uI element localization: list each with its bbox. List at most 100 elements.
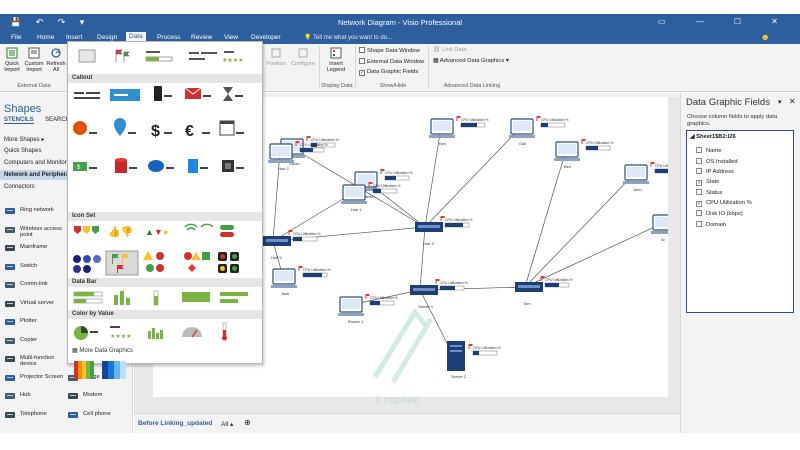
field-checkbox[interactable]: ✓CPU Utilization % <box>696 200 752 207</box>
add-page-icon[interactable]: ⊕ <box>244 418 251 427</box>
network-connector[interactable] <box>424 126 522 228</box>
field-checkbox[interactable]: ✓State <box>696 179 720 186</box>
gallery-flags-item[interactable] <box>115 49 130 62</box>
network-node[interactable]: CPU Utilization %Hub 4 <box>263 230 321 260</box>
callout-lines-item[interactable] <box>74 92 100 99</box>
gallery-stars-item[interactable]: ★★★★ <box>222 51 244 64</box>
shape-item[interactable]: Telephone <box>4 410 66 426</box>
sheet-node[interactable]: ◢ Sheet1$B2:I26 <box>690 134 736 140</box>
shape-item[interactable]: Multi-function device <box>4 354 66 370</box>
network-node[interactable]: CPU Utilization %Server 1 <box>410 279 468 309</box>
data-bar-pie-item[interactable] <box>74 326 98 340</box>
window-controls[interactable]: ▭ — ☐ ✕ <box>657 17 792 26</box>
shape-item[interactable]: Modem <box>67 391 129 407</box>
shape-item[interactable]: Wireless access point <box>4 225 66 241</box>
network-connector[interactable] <box>272 192 354 242</box>
network-node[interactable]: CPU Utilization %Tom <box>515 276 573 306</box>
callout-blue-box-item[interactable] <box>110 89 140 101</box>
network-connector[interactable] <box>524 222 664 288</box>
network-connector[interactable] <box>424 126 442 228</box>
quick-import-button[interactable]: Quick Import <box>3 47 21 73</box>
insert-legend-button[interactable]: Insert Legend <box>322 47 350 73</box>
data-bar-gauge-item[interactable] <box>182 327 202 338</box>
tab-design[interactable]: Design <box>97 34 118 41</box>
icon-set-shields-item[interactable] <box>74 226 99 234</box>
panel-menu-icon[interactable]: ▾ <box>778 99 782 106</box>
field-checkbox[interactable]: OS Installed <box>696 157 738 165</box>
link-data-button[interactable]: ⛓ Link Data <box>433 47 467 53</box>
network-node[interactable]: CPU Utilization %Kim <box>429 116 489 146</box>
callout-hourglass-item[interactable] <box>223 87 243 101</box>
network-connector[interactable] <box>364 179 426 228</box>
tab-review[interactable]: Review <box>191 34 213 41</box>
all-pages-dropdown[interactable]: All ▴ <box>221 421 234 428</box>
icon-set-signal-item[interactable] <box>184 223 214 231</box>
feedback-smile-icon[interactable]: ☻ <box>760 32 770 42</box>
shape-item[interactable]: Virtual server <box>4 299 66 315</box>
callout-phone-red-item[interactable] <box>73 121 97 135</box>
stencil-quick-shapes[interactable]: Quick Shapes <box>4 148 42 154</box>
field-checkbox[interactable]: Status <box>696 189 722 196</box>
tab-view[interactable]: View <box>224 34 238 41</box>
shape-item[interactable]: Hub <box>4 391 66 407</box>
data-bar-thermo-item[interactable] <box>222 322 227 341</box>
icon-set-traffic-item[interactable] <box>218 252 239 273</box>
callout-location-item[interactable] <box>114 118 136 136</box>
callout-euro-item[interactable]: € <box>185 123 210 140</box>
callout-chip-item[interactable] <box>222 160 244 172</box>
network-node[interactable]: CPU Utilization %Router 1 <box>338 294 398 324</box>
data-bar-columns-item[interactable] <box>148 328 163 339</box>
network-node[interactable]: CPU Utilization %Server 2 <box>447 341 501 379</box>
shape-data-window-checkbox[interactable]: Shape Data Window <box>359 47 420 54</box>
advanced-data-graphics-button[interactable]: ▦ Advanced Data Graphics ▾ <box>433 58 509 64</box>
shape-item[interactable]: Mainframe <box>4 243 66 259</box>
page-tab-before-linking[interactable]: Before Linking_updated <box>138 420 213 427</box>
shape-item[interactable]: Ring network <box>4 206 66 222</box>
position-button[interactable]: Position <box>264 47 288 67</box>
network-node[interactable]: CPU Utilization %Hub 1 <box>341 182 401 212</box>
shape-item[interactable]: Projector Screen <box>4 373 66 389</box>
callout-phone-item[interactable] <box>154 86 172 101</box>
configure-button[interactable]: Configure <box>290 47 316 67</box>
network-connector[interactable] <box>524 149 567 288</box>
icon-set-arrows-item[interactable]: ▲▼● <box>145 227 168 237</box>
shape-item[interactable]: Plotter <box>4 317 66 333</box>
network-connector[interactable] <box>524 172 636 288</box>
network-node[interactable]: CPU Utilization %Hub 3 <box>415 216 473 246</box>
data-graphic-fields-checkbox[interactable]: ✓Data Graphic Fields <box>359 69 418 76</box>
gallery-none-item[interactable] <box>78 49 96 63</box>
more-data-graphics-link[interactable]: ▦ More Data Graphics <box>72 348 134 354</box>
search-tab[interactable]: SEARCH <box>45 117 71 123</box>
callout-mail-item[interactable] <box>184 87 211 99</box>
icon-set-shapes-item[interactable] <box>184 252 210 272</box>
network-node[interactable]: CPU Utilization %John <box>623 162 683 192</box>
network-node[interactable]: CPU Utilization %Ben <box>554 139 614 169</box>
shape-item[interactable]: Comm-link <box>4 280 66 296</box>
network-node[interactable]: CPU Utilization %Jamie <box>353 169 413 199</box>
external-data-window-checkbox[interactable]: External Data Window <box>359 58 424 65</box>
refresh-all-button[interactable]: Refresh All <box>46 47 66 73</box>
callout-dollar-item[interactable]: $ <box>151 123 172 140</box>
custom-import-button[interactable]: Custom Import <box>23 47 45 73</box>
field-checkbox[interactable]: Domain <box>696 220 726 228</box>
data-bar-green-item[interactable] <box>73 291 103 304</box>
network-node[interactable]: CPU Utilization %Hub 2 <box>268 141 328 171</box>
data-bar-multi-item[interactable] <box>220 292 248 303</box>
network-connector[interactable] <box>272 151 281 242</box>
icon-set-flags-item[interactable] <box>112 254 129 273</box>
data-bar-thermometer-item[interactable] <box>153 290 159 306</box>
tab-insert[interactable]: Insert <box>66 34 83 41</box>
icon-set-toggles-item[interactable] <box>220 225 234 237</box>
stencil-connectors[interactable]: Connectors <box>4 184 35 190</box>
field-checkbox[interactable]: Name <box>696 147 721 154</box>
stencil-more-shapes[interactable]: More Shapes ▸ <box>4 137 45 143</box>
color-gradient-blue-item[interactable] <box>102 361 126 379</box>
stencil-network-peripherals[interactable]: Network and Peripherals <box>0 170 132 180</box>
icon-set-warning-item[interactable] <box>143 251 164 272</box>
callout-calendar-item[interactable] <box>219 120 244 136</box>
quick-access-toolbar[interactable]: 💾 ↶ ↷ ▾ <box>10 17 91 27</box>
tell-me-box[interactable]: 💡 Tell me what you want to do... <box>304 35 393 41</box>
callout-clipboard-item[interactable] <box>188 159 208 173</box>
shape-item[interactable]: Cell phone <box>67 410 129 426</box>
tab-file[interactable]: File <box>11 34 22 41</box>
